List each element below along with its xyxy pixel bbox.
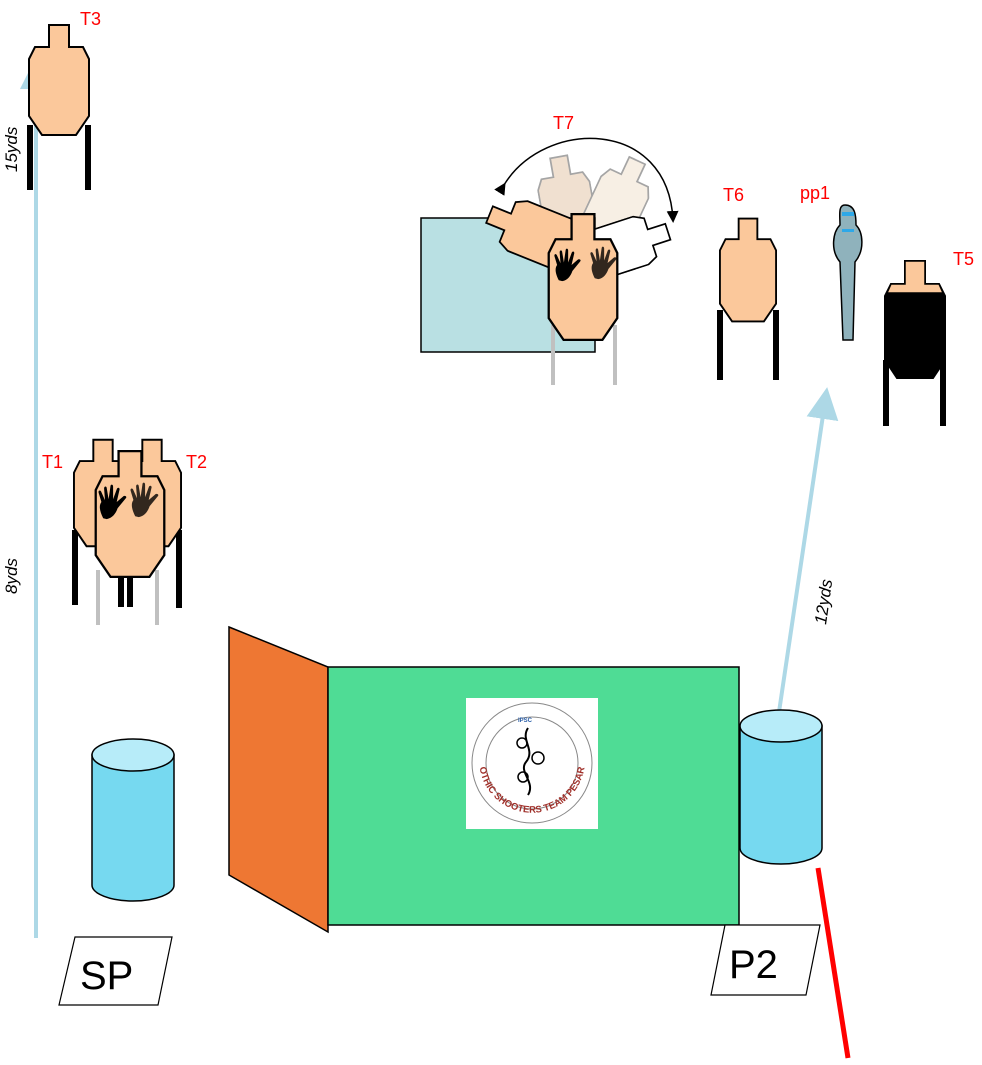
- fault-line: [815, 867, 851, 1059]
- target-t1: [72, 438, 133, 605]
- target-t6: [717, 217, 779, 380]
- label-t7: T7: [553, 113, 574, 133]
- label-t3: T3: [80, 9, 101, 29]
- swinger-left-position: [478, 188, 592, 278]
- distance-label-15yds: 15yds: [2, 126, 21, 172]
- no-shoot-t1-t2: [94, 450, 166, 625]
- label-t6: T6: [723, 185, 744, 205]
- label-t1: T1: [42, 452, 63, 472]
- popper-pp1: [832, 204, 863, 341]
- distance-label-12yds: 12yds: [811, 577, 836, 625]
- start-position-marker: SP: [58, 936, 173, 1006]
- target-t7: [547, 213, 619, 385]
- label-t5: T5: [953, 249, 974, 269]
- target-t5: [883, 260, 946, 426]
- swing-arrow: [494, 137, 679, 223]
- start-position-label: SP: [80, 954, 133, 998]
- target-t3: [27, 24, 91, 190]
- barrel-left: [91, 738, 175, 902]
- wall-orange: [228, 625, 329, 934]
- position-2-label: P2: [729, 943, 778, 987]
- distance-label-8yds: 8yds: [2, 558, 21, 594]
- label-t2: T2: [186, 452, 207, 472]
- barrel-right: [739, 709, 823, 865]
- target-t2: [122, 438, 182, 608]
- label-pp1: pp1: [800, 183, 830, 203]
- position-2-marker: P2: [710, 924, 821, 996]
- distance-arrow-right: [777, 387, 839, 713]
- logo-top-text: IPSC: [518, 718, 533, 724]
